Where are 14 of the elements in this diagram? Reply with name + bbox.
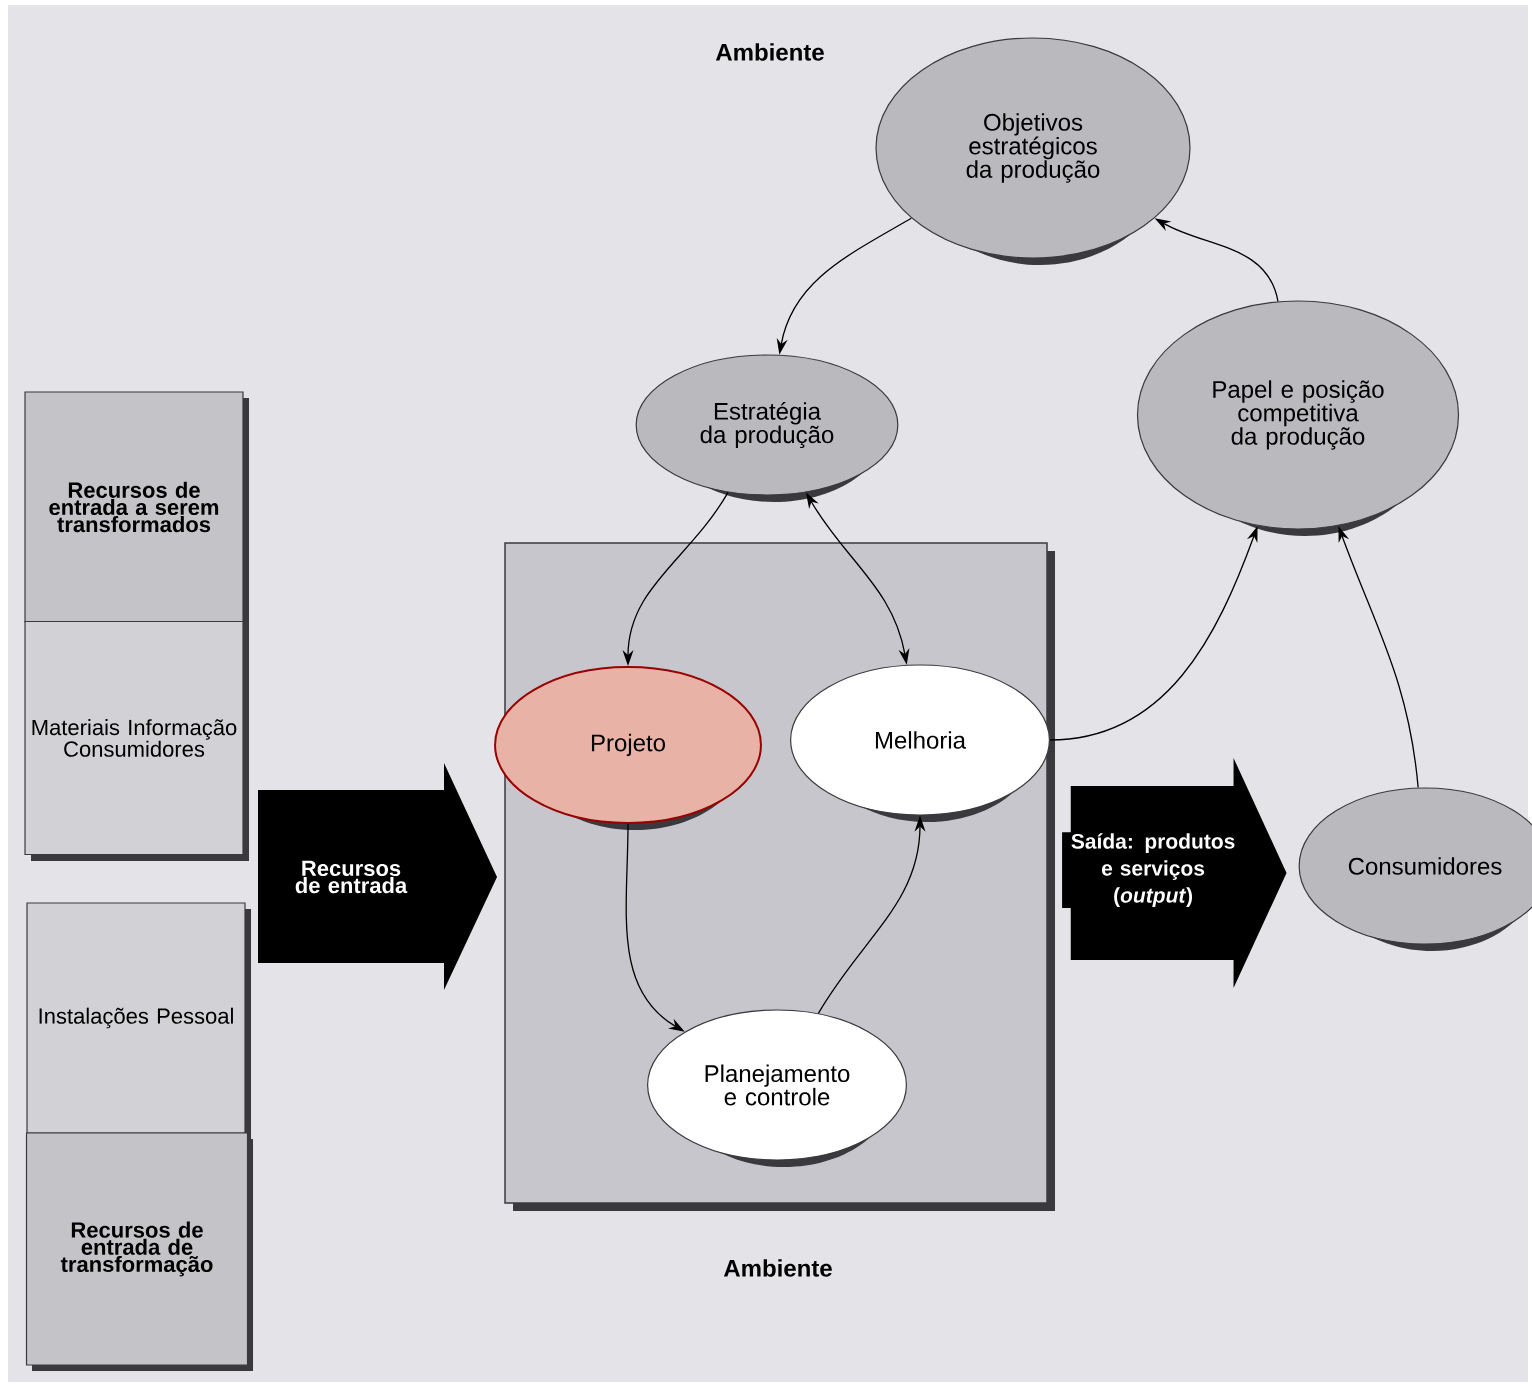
resource-box: Recursos de entrada de transformação xyxy=(25,1132,253,1371)
ellipse-node: Projeto xyxy=(494,666,762,830)
ellipse-node: Consumidores xyxy=(1298,787,1532,951)
environment-label: Ambiente xyxy=(715,43,824,61)
ellipse-node: Melhoria xyxy=(790,664,1050,822)
ellipse-node: Estratégia da produção xyxy=(635,354,899,502)
ellipse-node: Papel e posição competitiva da produção xyxy=(1136,300,1460,536)
ellipse-node: Planejamento e controle xyxy=(647,1009,907,1167)
resource-box: Materiais Informação Consumidores xyxy=(24,620,249,861)
resource-box: Instalações Pessoal xyxy=(26,902,251,1139)
resource-box: Recursos de entrada a serem transformados xyxy=(24,391,249,628)
environment-label: Ambiente xyxy=(723,1259,832,1277)
arrow-label: Saída: produtos e serviços (output) xyxy=(1062,832,1245,908)
ellipse-node: Objetivos estratégicos da produção xyxy=(875,37,1191,265)
